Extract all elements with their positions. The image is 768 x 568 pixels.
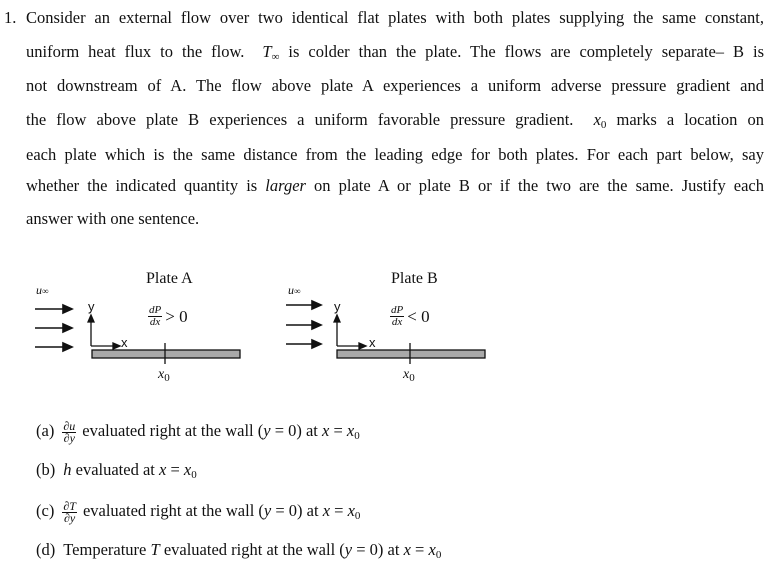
problem-line-4: the flow above plate B experiences a uni…	[26, 110, 765, 131]
problem-line-3: not downstream of A. The flow above plat…	[26, 76, 764, 95]
plate-a-axis-x: x	[121, 335, 128, 350]
part-c-tag: (c)	[36, 501, 55, 520]
plate-b-x0-label: x0	[403, 367, 415, 385]
problem-line-6: whether the indicated quantity is larger…	[26, 176, 765, 195]
flow-arrows-icon	[286, 299, 323, 350]
plate-b-axis-x: x	[369, 335, 376, 350]
plate-a-freestream-label: u∞	[36, 283, 49, 297]
plate-b-graphic	[286, 299, 486, 364]
problem-line-7: answer with one sentence.	[26, 209, 200, 228]
part-c-derivative: ∂T∂y	[62, 498, 77, 525]
part-a-tag: (a)	[36, 421, 55, 440]
part-b: (b)h evaluated at x = x0	[36, 460, 197, 481]
axes-icon	[333, 313, 368, 350]
problem-line-2: uniform heat flux to the flow. T∞ is col…	[26, 42, 765, 63]
problem-line-1: Consider an external flow over two ident…	[26, 8, 764, 27]
problem-number: 1.	[4, 8, 17, 27]
part-d-tag: (d)	[36, 540, 56, 559]
plate-a-title: Plate A	[146, 270, 193, 287]
plate-b-title: Plate B	[391, 270, 438, 287]
part-b-tag: (b)	[36, 460, 56, 479]
x0-var: x	[593, 110, 601, 129]
flow-arrows-icon	[35, 303, 74, 353]
plate-a-x0-label: x0	[158, 367, 170, 385]
t-infinity-var: T	[262, 42, 272, 61]
plate-b-rect	[336, 349, 486, 359]
plate-a-rect	[91, 349, 241, 359]
plate-a-graphic	[35, 303, 241, 364]
emphasis-larger: larger	[265, 176, 306, 195]
part-d: (d)Temperature T evaluated right at the …	[36, 540, 442, 561]
plate-b-axis-y: y	[334, 299, 341, 314]
part-a-derivative: ∂u∂y	[62, 418, 77, 445]
problem-line-5: each plate which is the same distance fr…	[26, 145, 764, 164]
plate-a-axis-y: y	[88, 299, 95, 314]
axes-icon	[87, 313, 122, 350]
plate-b-freestream-label: u∞	[288, 283, 301, 297]
